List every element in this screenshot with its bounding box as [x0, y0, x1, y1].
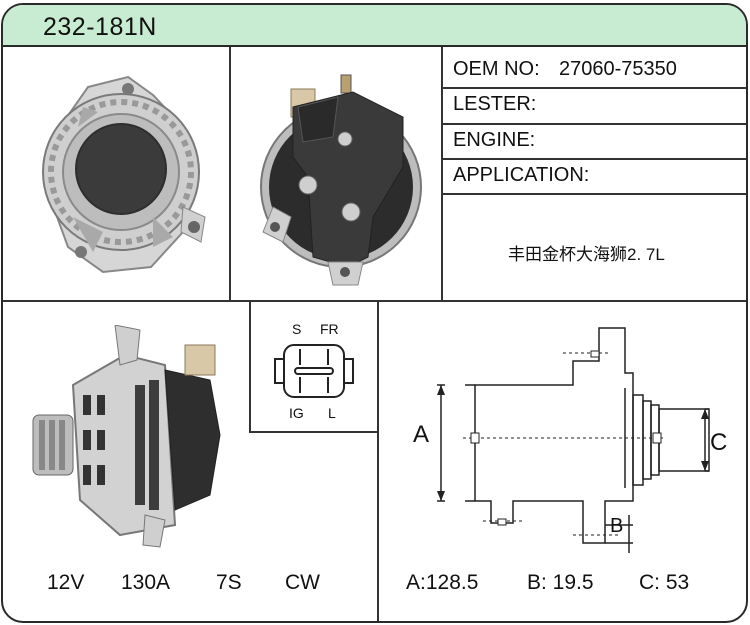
pin-label-fr: FR: [320, 321, 339, 337]
alternator-rear-photo: [260, 74, 422, 286]
amperage-value: 130A: [121, 571, 171, 594]
dimension-c-value: C: 53: [639, 571, 690, 594]
divider: [441, 158, 746, 160]
dimension-label-c: C: [710, 429, 728, 456]
divider: [441, 87, 746, 89]
divider: [377, 302, 379, 621]
oem-label: OEM NO:: [453, 58, 540, 80]
divider: [229, 47, 231, 301]
pulley-value: 7S: [216, 571, 242, 594]
pin-label-s: S: [292, 321, 302, 337]
divider: [3, 300, 746, 302]
dimension-label-b: B: [610, 515, 624, 537]
divider: [441, 47, 443, 301]
voltage-value: 12V: [47, 571, 85, 594]
dimension-a-value: A:128.5: [406, 571, 479, 594]
divider: [249, 302, 251, 432]
connector-diagram: [274, 344, 354, 398]
pin-label-ig: IG: [289, 405, 304, 421]
oem-value: 27060-75350: [559, 58, 677, 80]
alternator-side-photo: [32, 325, 221, 548]
lester-label: LESTER:: [453, 93, 537, 115]
pin-label-l: L: [328, 405, 336, 421]
application-label: APPLICATION:: [453, 164, 590, 186]
dimension-drawing: [437, 327, 710, 553]
rotation-value: CW: [285, 571, 320, 594]
divider: [441, 193, 746, 195]
dimension-b-value: B: 19.5: [527, 571, 594, 594]
divider: [441, 123, 746, 125]
engine-label: ENGINE:: [453, 129, 536, 151]
part-number: 232-181N: [43, 13, 157, 41]
spec-sheet: 232-181N OEM NO: 27060-75350 LESTER: ENG…: [1, 3, 748, 623]
application-value: 丰田金杯大海狮2. 7L: [508, 245, 665, 264]
divider: [249, 431, 377, 433]
header-bar: 232-181N: [3, 5, 746, 47]
alternator-front-photo: [42, 75, 206, 274]
dimension-label-a: A: [413, 421, 430, 448]
